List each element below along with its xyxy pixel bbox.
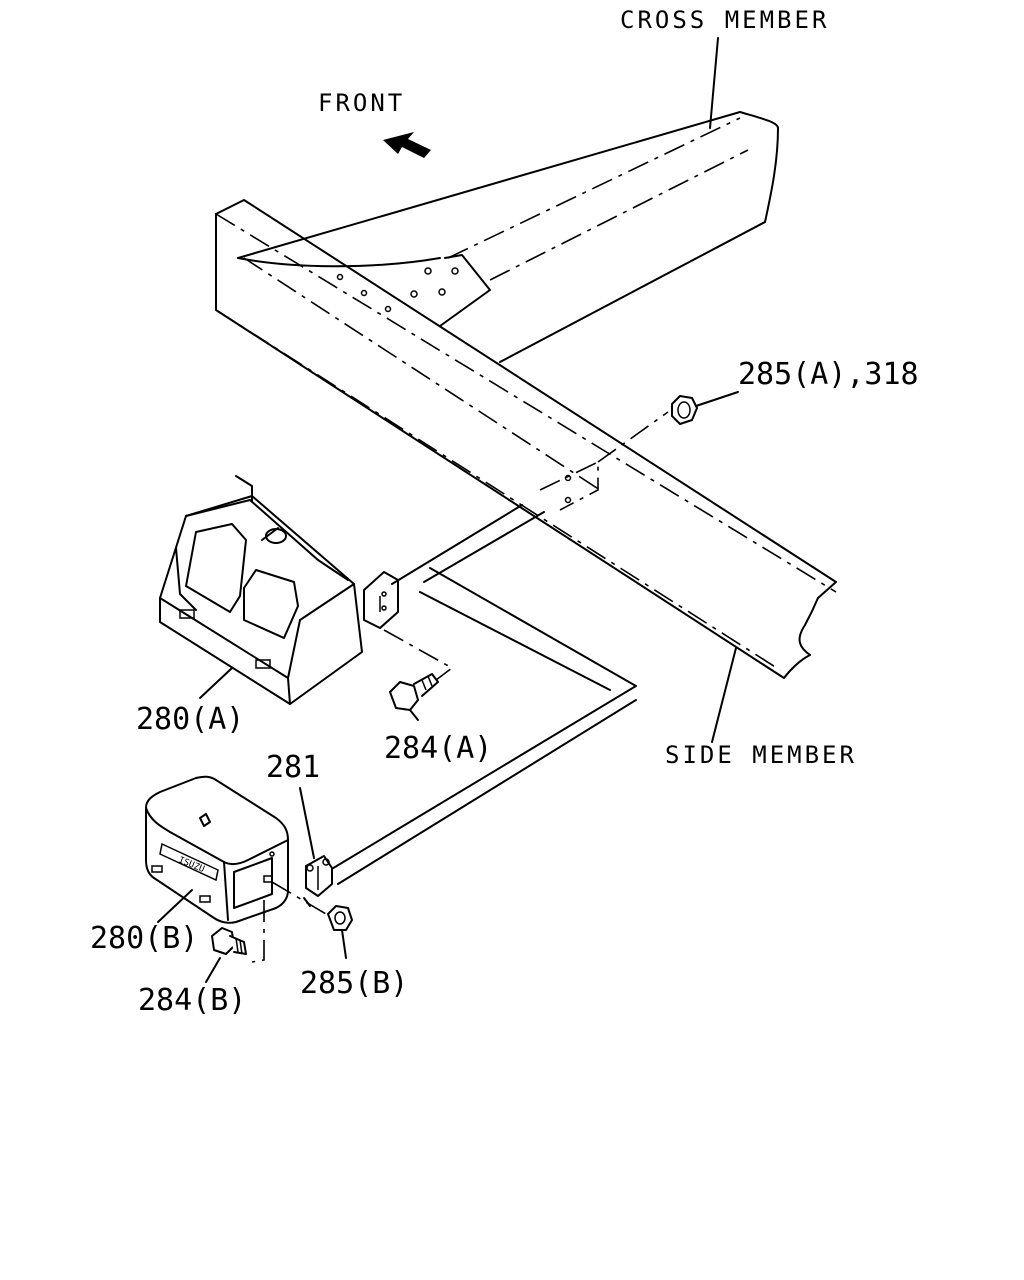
leader-280a bbox=[199, 667, 233, 699]
label-cross-member: CROSS MEMBER bbox=[620, 6, 829, 34]
label-285b: 285(B) bbox=[300, 966, 408, 1001]
leader-280b bbox=[157, 889, 193, 923]
box-280a bbox=[159, 475, 399, 705]
label-281: 281 bbox=[266, 750, 320, 785]
label-285a-318: 285(A),318 bbox=[738, 357, 919, 392]
leader-cross-member bbox=[709, 37, 719, 129]
bolt-axis-285b bbox=[271, 881, 327, 915]
label-284a: 284(A) bbox=[384, 731, 492, 766]
bolt-axis-a bbox=[597, 411, 669, 463]
bracket-281 bbox=[299, 787, 333, 897]
label-front: FRONT bbox=[318, 89, 405, 117]
bolt-axis-284a bbox=[383, 629, 454, 681]
arrow-up-left-icon bbox=[383, 132, 431, 158]
bolt-axis-284b bbox=[251, 900, 265, 963]
box-280b: ISUZU bbox=[145, 775, 289, 924]
bolt-284a bbox=[389, 673, 439, 721]
cross-member bbox=[237, 111, 779, 363]
bolt-284b bbox=[205, 927, 247, 983]
nut-285a bbox=[671, 391, 739, 425]
harness-lines bbox=[329, 504, 637, 885]
label-280b: 280(B) bbox=[90, 921, 198, 956]
label-284b: 284(B) bbox=[138, 983, 246, 1018]
label-side-member: SIDE MEMBER bbox=[665, 741, 857, 769]
side-member bbox=[215, 199, 837, 679]
leader-side-member bbox=[711, 647, 737, 743]
label-280a: 280(A) bbox=[136, 702, 244, 737]
nut-285b bbox=[327, 905, 353, 959]
